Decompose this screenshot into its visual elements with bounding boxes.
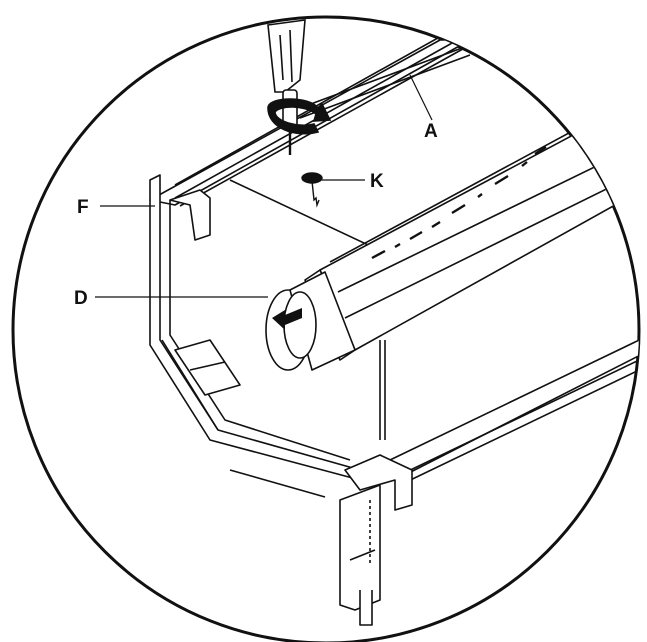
label-d: D	[74, 288, 88, 309]
leader-a	[409, 74, 433, 121]
direction-arrow-icon	[272, 308, 302, 330]
rotation-arrow-icon	[267, 98, 332, 135]
screw-icon	[301, 172, 323, 208]
label-a: A	[424, 121, 438, 142]
bottom-clip	[339, 454, 413, 626]
tube-slots	[371, 145, 547, 260]
label-f: F	[77, 197, 89, 218]
label-k: K	[370, 171, 384, 192]
